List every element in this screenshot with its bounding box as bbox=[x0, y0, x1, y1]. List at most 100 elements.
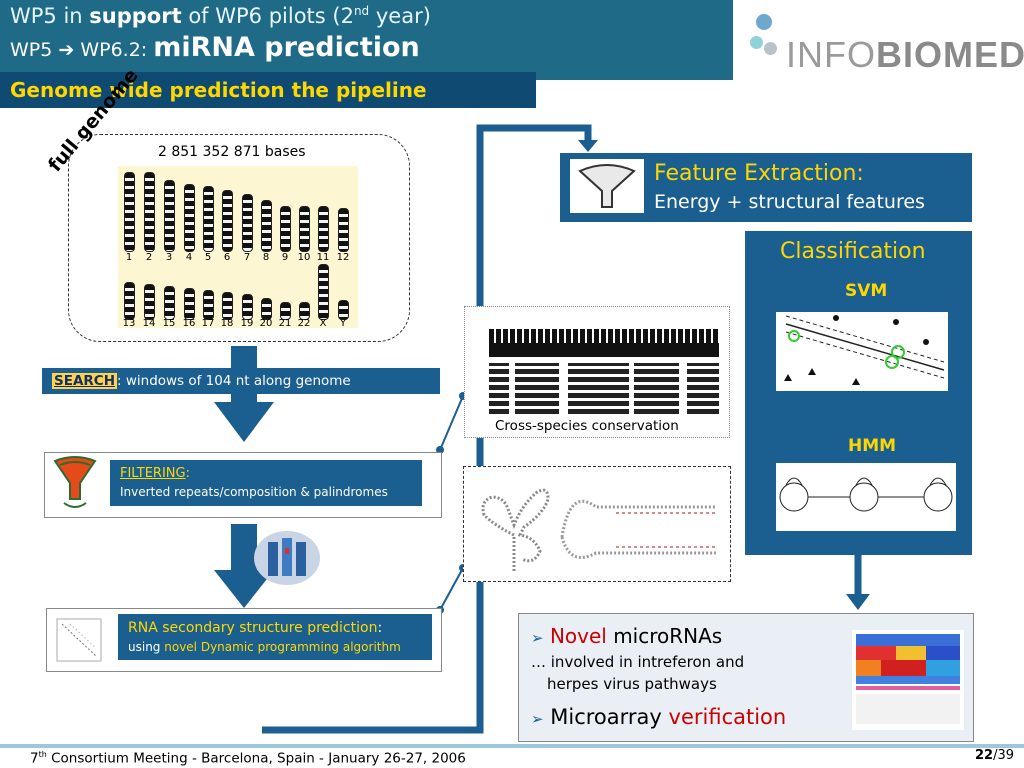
slide-header: WP5 in support of WP6 pilots (2nd year) … bbox=[0, 0, 733, 80]
logo-text-bold: BIOMED bbox=[876, 34, 1024, 75]
filter-funnel-icon bbox=[53, 456, 97, 508]
logo-dot-blue bbox=[756, 14, 772, 30]
chromosome-label: 7 bbox=[243, 252, 251, 263]
computer-cluster-icon bbox=[254, 531, 320, 585]
search-step: SEARCH: windows of 104 nt along genome bbox=[42, 368, 440, 394]
rna-hairpin-drawing bbox=[560, 499, 716, 559]
footer-text: 7th Consortium Meeting - Barcelona, Spai… bbox=[30, 750, 466, 767]
chromosome-label: 18 bbox=[220, 318, 234, 329]
chromosome bbox=[124, 282, 135, 320]
subtitle-bar: Genome wide prediction the pipeline bbox=[0, 72, 536, 108]
result-box: ➢ Novel microRNAs … involved in intrefer… bbox=[518, 613, 974, 742]
chromosome bbox=[280, 206, 291, 252]
result-novel: Novel bbox=[549, 624, 607, 648]
chromosome-label: 16 bbox=[182, 318, 196, 329]
bullet-arrow-icon: ➢ bbox=[531, 629, 544, 647]
connector-filter-conservation bbox=[439, 395, 464, 451]
header-line-2: WP5 ➔ WP6.2: miRNA prediction bbox=[10, 32, 420, 63]
footer-sup: th bbox=[38, 750, 47, 759]
chromosome-label: 12 bbox=[336, 252, 350, 263]
chromosome-label: 22 bbox=[297, 318, 311, 329]
flow-arrowhead-top bbox=[578, 140, 598, 152]
logo-text-light: INFO bbox=[786, 34, 876, 75]
chromosome bbox=[318, 264, 329, 320]
result-involved-2: herpes virus pathways bbox=[547, 675, 717, 693]
rna-structure-images bbox=[463, 466, 731, 582]
result-verification: verification bbox=[668, 705, 787, 729]
header-line1-sup: nd bbox=[353, 4, 370, 18]
chromosome-label: 21 bbox=[278, 318, 292, 329]
chromosome bbox=[261, 200, 272, 252]
chromosome-label: 17 bbox=[201, 318, 215, 329]
heatmap-image bbox=[852, 630, 964, 730]
logo-text: INFOBIOMED bbox=[786, 34, 1024, 76]
karyotype-image: 1 2 3 4 5 6 7 8 9 10 11 12 13 14 15 16 1… bbox=[118, 166, 358, 329]
chromosome bbox=[184, 184, 195, 252]
down-arrow-icon bbox=[214, 524, 274, 608]
svm-label: SVM bbox=[845, 281, 888, 301]
feature-subtitle: Energy + structural features bbox=[654, 191, 925, 213]
filtering-description: Inverted repeats/composition & palindrom… bbox=[120, 485, 388, 499]
search-keyword: SEARCH bbox=[52, 373, 117, 389]
feature-title: Feature Extraction: bbox=[654, 161, 864, 186]
logo-dot-teal bbox=[750, 36, 763, 49]
funnel-icon bbox=[578, 164, 636, 208]
chromosome bbox=[299, 206, 310, 252]
hmm-label: HMM bbox=[848, 436, 897, 456]
chromosome bbox=[164, 286, 175, 320]
rna-title-colon: : bbox=[377, 620, 383, 636]
chromosome bbox=[222, 190, 233, 252]
genome-bases: 2 851 352 871 bases bbox=[158, 144, 306, 160]
result-micrornas: microRNAs bbox=[606, 624, 723, 648]
header-line2-pre: WP5 ➔ WP6.2: bbox=[10, 39, 154, 61]
chromosome-label: 4 bbox=[185, 252, 193, 263]
rna-description-box: RNA secondary structure prediction: usin… bbox=[118, 614, 432, 660]
infobiomed-logo: INFOBIOMED bbox=[750, 14, 1024, 84]
chromosome bbox=[184, 288, 195, 320]
chromosome bbox=[338, 208, 349, 252]
chromosome-label: 13 bbox=[122, 318, 136, 329]
result-microarray: Microarray bbox=[550, 705, 669, 729]
chromosome bbox=[318, 206, 329, 252]
down-arrow-icon bbox=[214, 346, 274, 442]
chromosome bbox=[203, 186, 214, 252]
page-current: 22 bbox=[975, 748, 994, 763]
chromosome-label: 10 bbox=[297, 252, 311, 263]
chromosome bbox=[261, 298, 272, 320]
header-line2-title: miRNA prediction bbox=[153, 32, 420, 63]
logo-dot-grey bbox=[764, 42, 777, 55]
classification-box: Classification SVM HMM bbox=[745, 231, 972, 555]
result-microarray-line: ➢ Microarray verification bbox=[531, 705, 786, 729]
chromosome bbox=[144, 172, 155, 252]
chromosome bbox=[242, 194, 253, 252]
footer-meeting: Consortium Meeting - Barcelona, Spain - … bbox=[46, 750, 466, 767]
footer-number: 7 bbox=[30, 750, 39, 767]
page-number: 22/39 bbox=[975, 748, 1014, 763]
classif-down-arrowhead bbox=[846, 594, 870, 610]
rna-title-text: RNA secondary structure prediction bbox=[128, 620, 378, 636]
chromosome bbox=[203, 290, 214, 320]
classification-title: Classification bbox=[780, 239, 926, 264]
chromosome-label: 1 bbox=[125, 252, 133, 263]
page-total: /39 bbox=[993, 748, 1015, 763]
rna-title: RNA secondary structure prediction: bbox=[128, 620, 382, 636]
chromosome bbox=[280, 302, 291, 320]
search-description: : windows of 104 nt along genome bbox=[117, 373, 351, 389]
svm-plot bbox=[776, 312, 948, 391]
chromosome bbox=[338, 300, 349, 320]
subtitle-text: Genome wide prediction the pipeline bbox=[10, 78, 427, 102]
chromosome-label: 20 bbox=[259, 318, 273, 329]
chromosome bbox=[164, 180, 175, 252]
rna-algorithm: Dynamic programming algorithm bbox=[200, 640, 401, 654]
chromosome bbox=[144, 284, 155, 320]
filtering-colon: : bbox=[185, 466, 190, 481]
chromosome-label: 8 bbox=[262, 252, 270, 263]
rna-fold-drawing bbox=[481, 488, 550, 571]
chromosome-label: Y bbox=[339, 318, 347, 329]
filtering-keyword: FILTERING bbox=[120, 466, 186, 481]
chromosome-label: 19 bbox=[240, 318, 254, 329]
chromosome bbox=[242, 294, 253, 320]
header-line1-end: year) bbox=[369, 4, 431, 28]
chromosome bbox=[299, 302, 310, 320]
conservation-panel: Cross-species conservation bbox=[464, 306, 730, 438]
